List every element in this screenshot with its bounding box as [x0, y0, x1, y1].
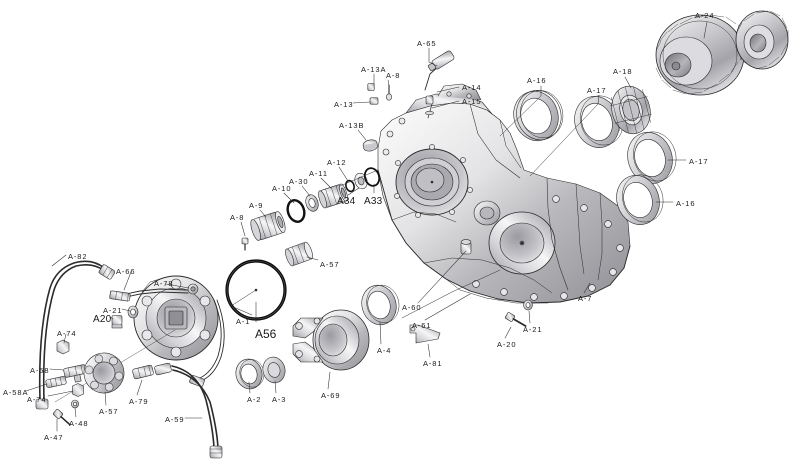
- callout-label-a13a: A-13A: [361, 65, 387, 74]
- callout-label-a56: A56: [255, 327, 277, 341]
- callout-label-a78: A-78: [154, 279, 174, 288]
- callout-label-a61: A-61: [412, 321, 432, 330]
- callout-label-a13: A-13: [334, 100, 354, 109]
- callout-label-a11: A-11: [309, 169, 328, 178]
- callout-label-a13b: A-13B: [339, 121, 365, 130]
- gear-cluster: [610, 10, 789, 135]
- callout-label-a79: A-79: [129, 397, 149, 406]
- callout-label-a16t: A-16: [527, 76, 547, 85]
- callout-label-a1: A-1: [236, 317, 251, 326]
- callout-label-a17m: A-17: [689, 157, 709, 166]
- callout-label-a15: A-15: [462, 97, 482, 106]
- leader-lines: [25, 21, 708, 432]
- callout-label-a3: A-3: [272, 395, 287, 404]
- callout-label-a16r: A-16: [676, 199, 696, 208]
- callout-label-a66: A-66: [116, 267, 136, 276]
- callout-label-a4: A-4: [377, 346, 392, 355]
- bearing-races: [513, 90, 677, 225]
- callout-label-a33: A33: [364, 196, 383, 207]
- callout-label-a82: A-82: [68, 252, 88, 261]
- callout-label-a7: A-7: [578, 294, 593, 303]
- callout-label-a21l: A-21: [103, 306, 123, 315]
- callout-label-a74b: A-74: [27, 395, 47, 404]
- callout-label-a34: A34: [337, 196, 356, 207]
- callout-label-a48: A-48: [69, 419, 89, 428]
- callout-label-a69: A-69: [321, 391, 341, 400]
- callout-label-a74a: A-74: [57, 329, 77, 338]
- callout-label-a20l: A20: [93, 314, 112, 325]
- callout-label-a14: A-14: [462, 83, 482, 92]
- callout-label-a2: A-2: [247, 395, 262, 404]
- sensor-stack: [424, 50, 455, 119]
- callout-label-a21r: A-21: [523, 325, 543, 334]
- callout-label-a58a: A-58A: [3, 388, 29, 397]
- hose-a82: [35, 260, 116, 410]
- callout-label-a59: A-59: [165, 415, 185, 424]
- callout-label-a20r: A-20: [497, 340, 517, 349]
- callout-label-a57t: A-57: [320, 260, 340, 269]
- callout-label-a24: A-24: [695, 11, 715, 20]
- callout-label-a65: A-65: [417, 39, 437, 48]
- small-parts-column: [241, 83, 392, 267]
- callout-label-a12: A-12: [327, 158, 347, 167]
- fittings-cluster: [45, 329, 223, 459]
- callout-label-a58: A-58: [30, 366, 50, 375]
- callout-label-a17r: A-17: [587, 86, 607, 95]
- callout-label-a8t: A-8: [386, 71, 401, 80]
- callout-label-a30: A-30: [289, 177, 309, 186]
- callout-label-a18: A-18: [613, 67, 633, 76]
- callout-label-a9: A-9: [249, 201, 264, 210]
- callout-label-a47: A-47: [44, 433, 64, 442]
- callout-label-a10: A-10: [272, 184, 292, 193]
- callout-label-a81: A-81: [423, 359, 443, 368]
- lower-center-parts: [235, 269, 533, 390]
- callout-label-a60: A-60: [402, 303, 422, 312]
- callout-label-a57b: A-57: [99, 407, 119, 416]
- callout-label-a8l: A-8: [230, 213, 245, 222]
